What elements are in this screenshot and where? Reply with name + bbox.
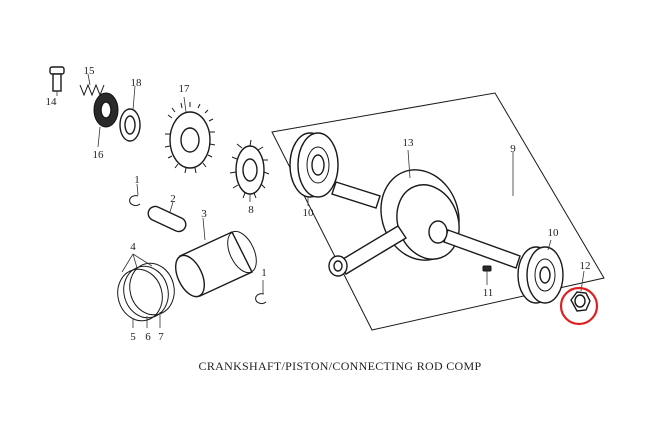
callout-14: 14 — [46, 96, 58, 108]
part-18-washer[interactable] — [119, 85, 141, 142]
part-3-piston[interactable] — [170, 217, 262, 301]
callout-15: 15 — [84, 65, 96, 77]
part-2-piston-pin[interactable] — [146, 201, 188, 234]
callout-18: 18 — [131, 77, 143, 89]
callout-12: 12 — [580, 260, 591, 272]
part-13-crankshaft[interactable] — [328, 149, 521, 277]
callout-17: 17 — [179, 83, 191, 95]
part-15-spring[interactable] — [79, 73, 105, 97]
callout-8: 8 — [248, 204, 254, 216]
part-1-circlip-lower[interactable] — [255, 280, 267, 305]
callout-3: 3 — [201, 208, 207, 220]
callout-5: 5 — [130, 331, 136, 343]
part-10-bearing-left[interactable] — [289, 132, 339, 206]
callout-9: 9 — [510, 143, 516, 155]
highlight-circle — [559, 286, 599, 326]
callout-6: 6 — [145, 331, 151, 343]
callout-13: 13 — [403, 137, 415, 149]
part-17-gear[interactable] — [164, 96, 216, 174]
part-8-sprocket[interactable] — [229, 139, 270, 202]
callout-7: 7 — [158, 331, 164, 343]
part-10-bearing-right[interactable] — [517, 239, 564, 304]
callout-11: 11 — [483, 287, 494, 299]
callout-16: 16 — [93, 149, 105, 161]
part-1-circlip-upper[interactable] — [129, 183, 141, 207]
callout-4: 4 — [130, 241, 136, 253]
callout-1-upper: 1 — [134, 174, 140, 186]
part-14-bolt[interactable] — [49, 66, 65, 96]
callout-1-lower: 1 — [261, 267, 267, 279]
diagram-caption: CRANKSHAFT/PISTON/CONNECTING ROD COMP — [199, 359, 482, 373]
callout-10-right: 10 — [548, 227, 560, 239]
callout-10-left: 10 — [303, 207, 315, 219]
part-11-woodruff-key[interactable] — [482, 265, 492, 285]
part-16-clutch[interactable] — [93, 92, 119, 148]
callout-2: 2 — [170, 193, 176, 205]
part-4-7-piston-rings[interactable] — [112, 253, 180, 328]
